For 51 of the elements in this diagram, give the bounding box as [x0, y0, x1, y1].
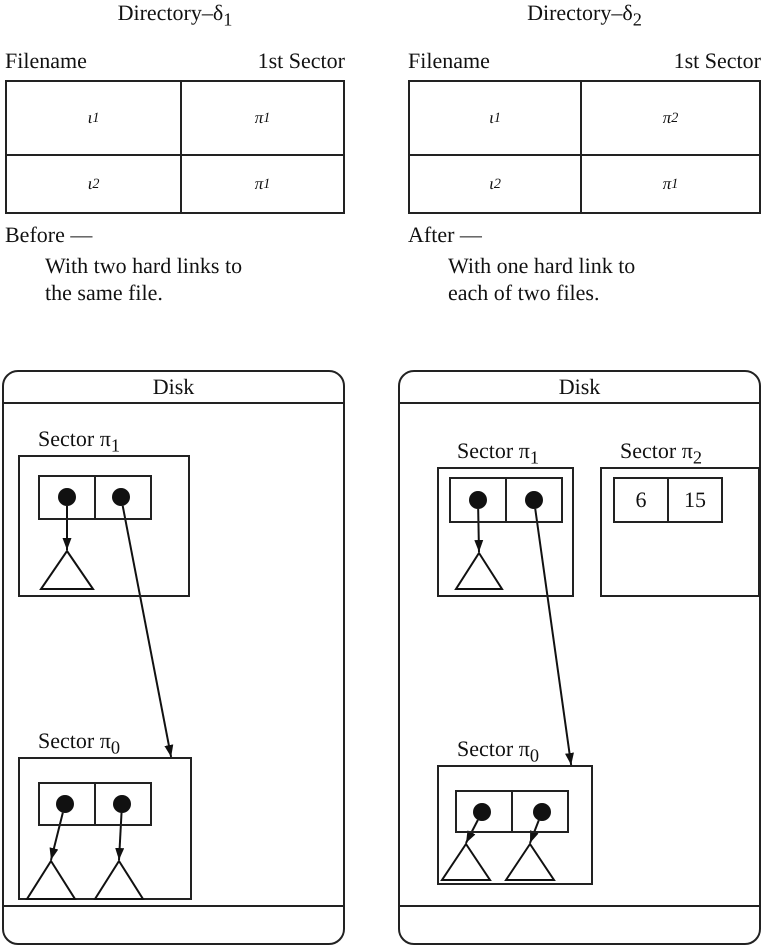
value-cell: 6 [613, 477, 669, 523]
table-title: Directory–δ$_{1}$ [116, 0, 234, 30]
pointer-dot [113, 795, 131, 813]
disk-outline [2, 370, 345, 945]
pointer-cell [511, 790, 569, 833]
pointer-dot [469, 491, 487, 509]
sector-label: Sector π$_{1}$ [38, 426, 120, 458]
arrow [465, 820, 479, 844]
pointer-dot [56, 795, 74, 813]
column-header: Filename [5, 48, 87, 74]
pointer-dot [525, 491, 543, 509]
triangle-symbol [26, 860, 76, 900]
pointer-cell [38, 475, 96, 520]
triangle-symbol [441, 843, 491, 881]
triangle-symbol [40, 550, 94, 590]
sector-label: Sector π$_{0}$ [38, 728, 120, 760]
disk-heading: Disk [4, 372, 343, 404]
pointer-dot [112, 488, 130, 506]
pointer-cell [38, 782, 96, 826]
arrow [529, 820, 540, 844]
caption-heading: Before — [5, 222, 92, 248]
pointer-cell [505, 477, 563, 523]
column-header: 1st Sector [674, 48, 761, 74]
pointer-dot [533, 803, 551, 821]
value-cell: 15 [667, 477, 723, 523]
triangle-symbol [455, 552, 503, 590]
pointer-cell [449, 477, 507, 523]
sector-label: Sector π$_{2}$ [620, 438, 702, 470]
arrow [62, 506, 72, 550]
pointer-cell [455, 790, 513, 833]
disk-heading: Disk [400, 372, 759, 404]
arrow [534, 508, 574, 766]
triangle-symbol [505, 843, 555, 881]
sector-label: Sector π$_{0}$ [457, 736, 539, 768]
arrow [115, 812, 124, 860]
sector-label: Sector π$_{1}$ [457, 438, 539, 470]
caption-heading: After — [408, 222, 482, 248]
disk-outline [398, 370, 761, 945]
triangle-symbol [94, 860, 144, 900]
arrow [474, 508, 484, 552]
pointer-dot [58, 488, 76, 506]
caption-text: With two hard links to the same file. [45, 252, 244, 306]
pointer-cell [94, 475, 152, 520]
column-header: Filename [408, 48, 490, 74]
arrow [50, 812, 64, 860]
caption-text: With one hard link to each of two files. [448, 252, 636, 306]
pointer-dot [473, 803, 491, 821]
pointer-cell [94, 782, 152, 826]
arrow [122, 506, 174, 758]
column-header: 1st Sector [258, 48, 345, 74]
table-title: Directory–δ$_{2}$ [526, 0, 643, 30]
